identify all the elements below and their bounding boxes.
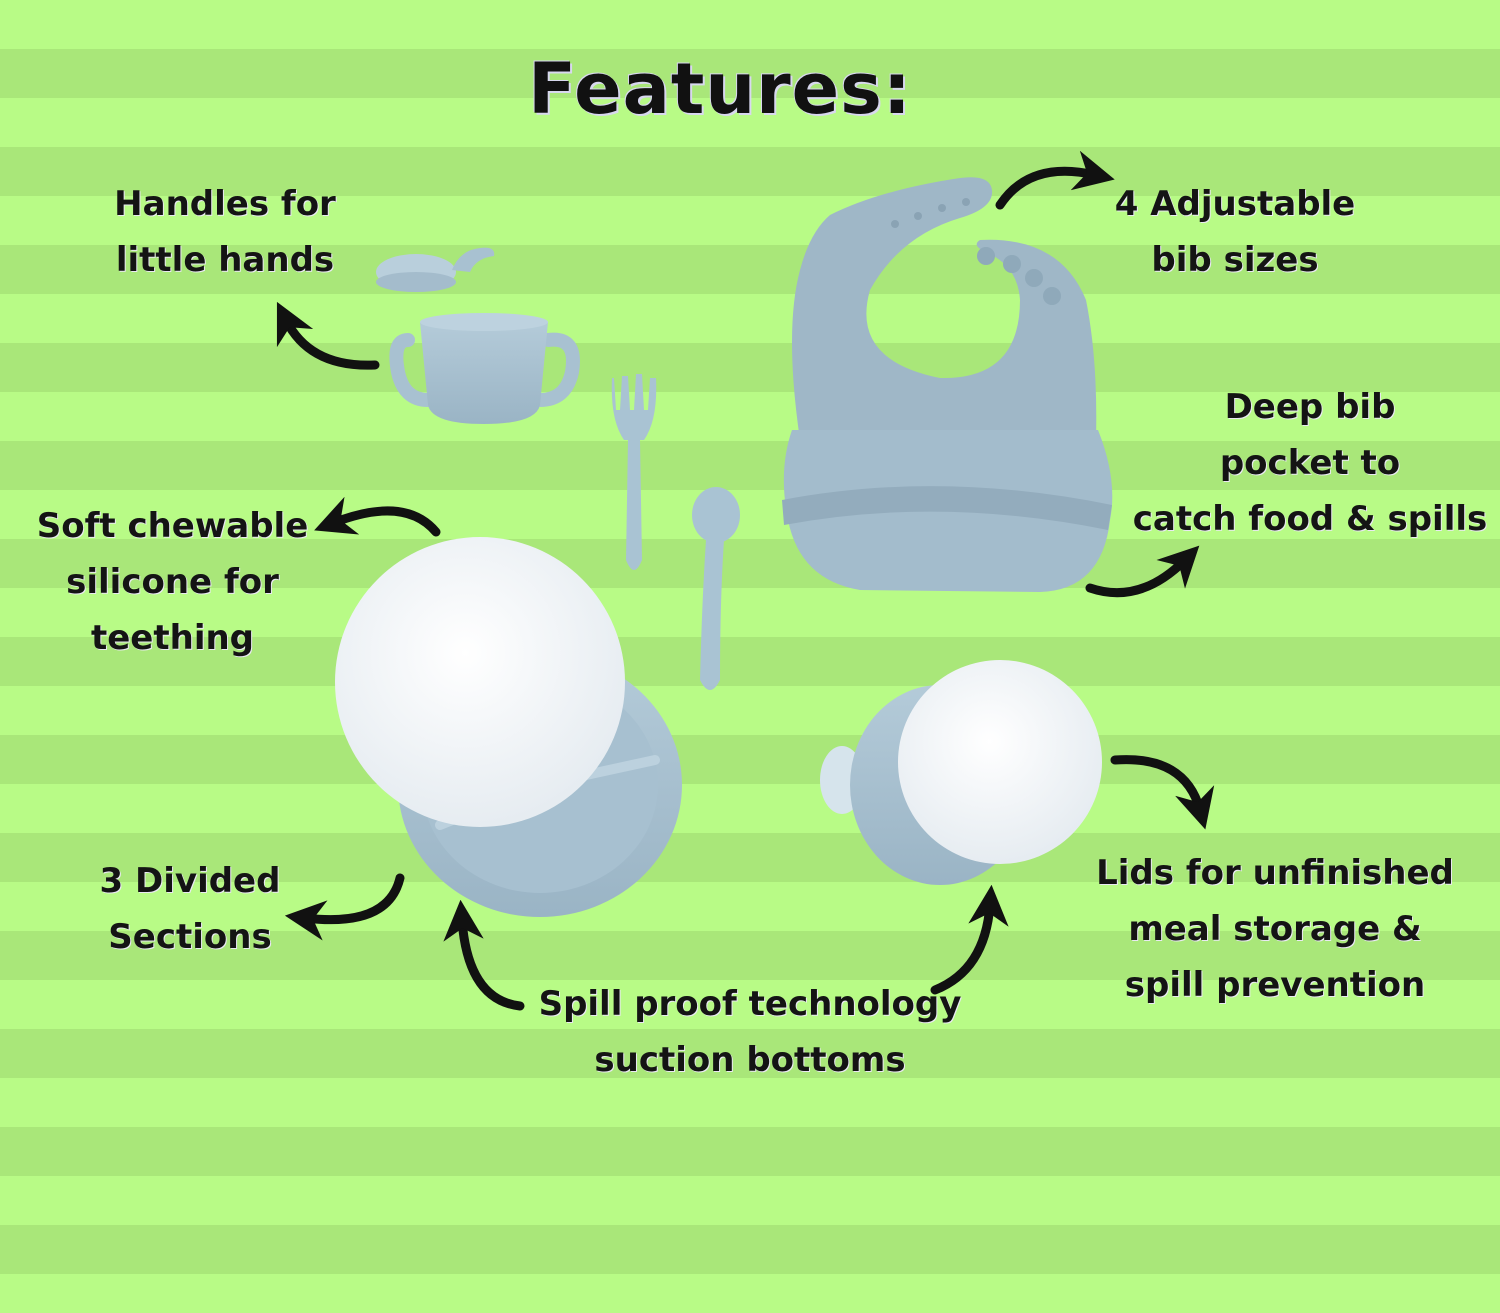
label-divided-sections: 3 Divided Sections [99, 861, 281, 957]
label-handles: Handles for little hands [114, 184, 336, 280]
sippy-cup [376, 247, 580, 424]
spoon [692, 487, 740, 690]
bib [782, 177, 1113, 592]
label-spill-proof: Spill proof technology suction bottoms [538, 984, 962, 1080]
fork [611, 374, 657, 570]
label-bib-pocket: Deep bib pocket to catch food & spills [1132, 387, 1488, 539]
divided-plate [335, 537, 682, 917]
label-lids: Lids for unfinished meal storage & spill… [1096, 853, 1454, 1005]
label-chewable-silicone: Soft chewable silicone for teething [36, 506, 309, 658]
label-adjustable-bib: 4 Adjustable bib sizes [1114, 184, 1356, 280]
page-title: Features: [528, 48, 912, 130]
lidded-bowl [820, 660, 1102, 885]
arrow-icon [276, 150, 1215, 1011]
